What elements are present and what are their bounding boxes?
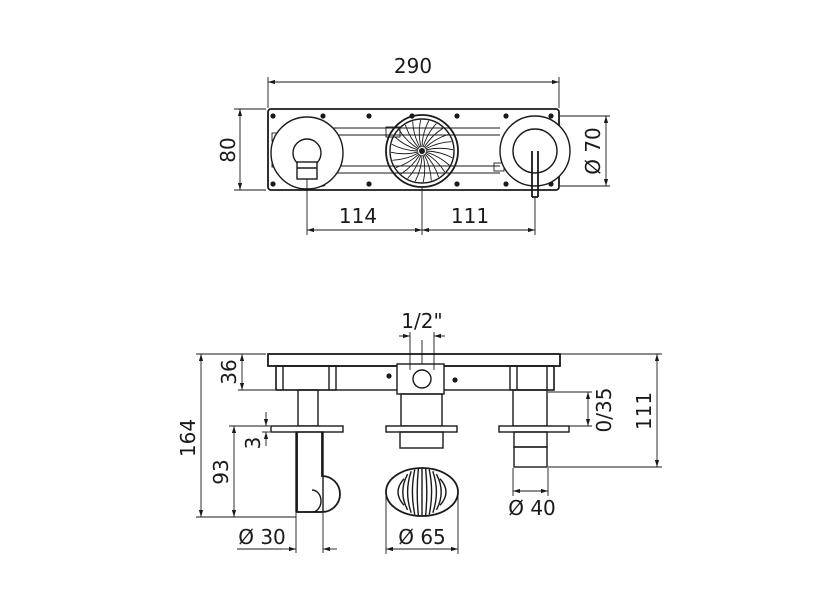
dim-plate-depth: 36: [217, 359, 241, 384]
shower-ray: [391, 143, 419, 152]
dim-total-depth: 164: [176, 419, 200, 457]
dim-right-depth: 111: [632, 392, 656, 430]
dim-spout-depth: 93: [209, 459, 233, 484]
central-valve: [396, 363, 445, 395]
dim-spout-diameter: Ø 30: [238, 525, 286, 549]
shower-ray: [422, 123, 437, 148]
shower-ray: [424, 133, 449, 149]
shower-ray: [425, 152, 446, 173]
shower-ray: [412, 121, 421, 148]
shower-rib: [424, 468, 428, 516]
top-view: 290 80 Ø 70 114 111: [216, 54, 610, 235]
dim-range: 0/35: [592, 388, 616, 433]
shower-rib: [435, 473, 442, 511]
shower-ray: [425, 141, 452, 150]
dim-handle-diameter: Ø 40: [508, 496, 556, 520]
side-view: 1/2" 36 164 93: [176, 309, 662, 554]
dim-right-spacing: 111: [451, 204, 489, 228]
shower-head-top: [385, 114, 459, 188]
screw-holes: [270, 113, 554, 187]
dim-width: 290: [394, 54, 432, 78]
shower-ray: [395, 153, 420, 169]
shower-ray: [425, 150, 453, 159]
dim-flange: 3: [241, 437, 265, 450]
shower-ray: [418, 119, 422, 148]
shower-ray: [422, 154, 426, 183]
shower-ray: [400, 154, 421, 175]
shower-rib: [416, 468, 420, 516]
dim-diameter-70: Ø 70: [581, 127, 605, 175]
shower-ray: [425, 147, 454, 151]
shower-ray: [421, 120, 430, 148]
shower-ray: [392, 152, 419, 161]
shower-rib: [411, 469, 416, 515]
shower-rib: [428, 469, 433, 515]
dim-left-spacing: 114: [339, 204, 377, 228]
shower-ray: [398, 129, 419, 150]
shower-ray: [423, 154, 432, 181]
shower-rib: [402, 473, 409, 511]
right-rosette: [499, 115, 571, 187]
shower-ray: [394, 136, 419, 151]
shower-ray: [424, 153, 440, 178]
shower-rib: [406, 470, 412, 514]
shower-ray: [407, 154, 422, 179]
dim-thread: 1/2": [401, 309, 442, 333]
shower-rib: [432, 470, 438, 514]
shower-ray: [404, 124, 420, 149]
shower-ray: [425, 151, 450, 166]
shower-rib: [397, 478, 405, 506]
shower-ray: [390, 151, 419, 155]
dim-shower-diameter: Ø 65: [398, 525, 446, 549]
shower-ray: [423, 127, 444, 148]
dim-height: 80: [216, 137, 240, 162]
shower-ray: [414, 154, 423, 182]
shower-rib: [439, 478, 447, 506]
shower-head-side: [385, 467, 459, 517]
